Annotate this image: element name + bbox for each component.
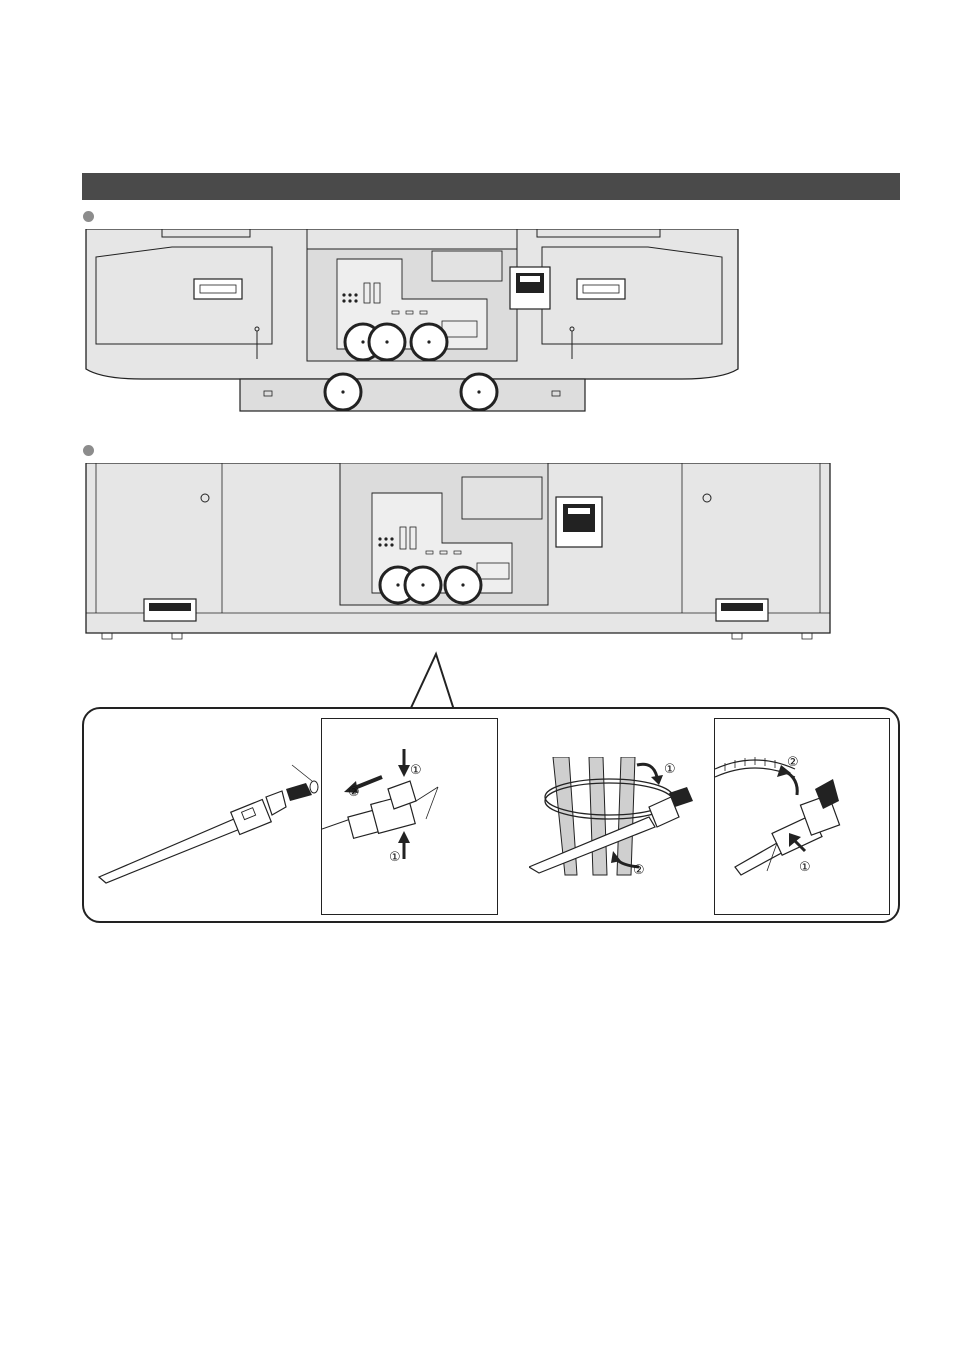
tv-rear-view-2-drawing xyxy=(82,463,834,645)
release-pull-marker: ② xyxy=(787,755,799,768)
attach-clamp-inset: ① ② ① xyxy=(321,718,498,915)
step-2-pull-marker: ② xyxy=(348,785,360,798)
release-press-marker: ① xyxy=(799,860,811,873)
cable-clamp-detail-frame: ① ② ① ① ② xyxy=(82,707,900,923)
section-header-bar xyxy=(82,173,900,200)
attach-clamp-drawing xyxy=(322,719,496,913)
callout-pointer xyxy=(400,650,470,712)
bundle-wrap-marker: ① xyxy=(664,762,676,775)
bundle-pull-marker: ② xyxy=(633,863,645,876)
step-1-push-bottom-marker: ① xyxy=(389,850,401,863)
tv-rear-view-1-drawing xyxy=(82,229,742,414)
cable-tie-illustration xyxy=(94,757,324,887)
release-clamp-drawing xyxy=(715,719,889,913)
model-2-bullet xyxy=(83,445,94,456)
cable-bundling-illustration xyxy=(529,757,709,877)
model-1-bullet xyxy=(83,211,94,222)
tv-rear-view-1 xyxy=(82,229,742,414)
step-1-push-top-marker: ① xyxy=(410,763,422,776)
tv-rear-view-2 xyxy=(82,463,834,645)
release-clamp-inset: ② ① xyxy=(714,718,890,915)
